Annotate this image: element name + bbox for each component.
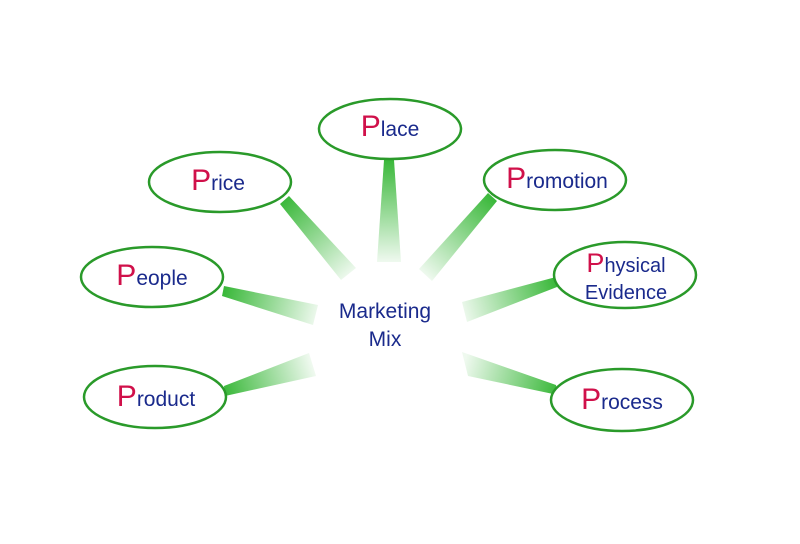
connector-place [377, 160, 401, 262]
node-promotion: Promotion [482, 148, 628, 212]
svg-text:Price: Price [191, 164, 245, 197]
node-promotion-initial: P [506, 162, 526, 195]
connector-product [224, 353, 316, 396]
center-label-line2: Mix [369, 328, 402, 351]
node-people-initial: P [116, 259, 136, 292]
node-process: Process [549, 367, 695, 433]
node-physical-evidence: Physical Evidence [552, 240, 698, 310]
svg-text:Process: Process [581, 383, 663, 416]
connector-physical-evidence [462, 277, 557, 322]
node-process-label: rocess [601, 391, 663, 414]
node-product-label: roduct [137, 388, 196, 411]
node-price-initial: P [191, 164, 211, 197]
center-label-line1: Marketing [339, 300, 431, 323]
svg-text:Promotion: Promotion [506, 162, 608, 195]
connector-promotion [419, 193, 497, 281]
connector-process [462, 352, 558, 395]
center-label: Marketing Mix [339, 300, 431, 351]
node-physical-evidence-initial: P [586, 248, 604, 278]
node-promotion-label: romotion [526, 170, 608, 193]
node-price: Price [147, 150, 293, 214]
node-people-label: eople [136, 267, 187, 290]
node-place: Place [317, 97, 463, 161]
node-physical-evidence-line2: Evidence [585, 282, 667, 304]
node-people: People [79, 245, 225, 309]
node-place-initial: P [361, 110, 381, 143]
node-price-label: rice [211, 172, 245, 195]
connector-people [222, 286, 318, 325]
node-physical-evidence-label: hysical [604, 255, 665, 277]
node-product-initial: P [117, 380, 137, 413]
node-place-label: lace [381, 118, 420, 141]
svg-text:Physical: Physical [586, 248, 665, 278]
node-product: Product [82, 364, 228, 430]
connector-price [280, 196, 356, 280]
svg-text:Place: Place [361, 110, 420, 143]
node-process-initial: P [581, 383, 601, 416]
svg-text:Product: Product [117, 380, 196, 413]
svg-text:People: People [116, 259, 187, 292]
